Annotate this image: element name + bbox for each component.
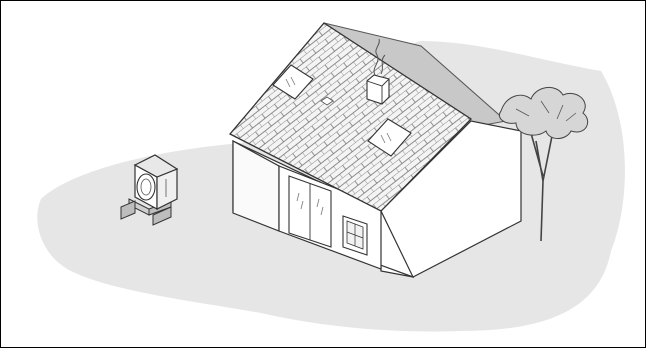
roof-window-left: [272, 64, 314, 100]
house-gable-wall: [380, 120, 522, 278]
roof-window-left-glint: [285, 76, 296, 88]
heat-pump-unit: [120, 154, 179, 226]
glass-door-hatch: [296, 192, 324, 216]
side-window-mullion: [346, 224, 364, 246]
tree: [498, 87, 589, 242]
roof-window-right-glint: [380, 132, 392, 144]
chimney-edges: [366, 78, 390, 104]
chimney: [366, 74, 390, 105]
chimney-smoke: [373, 38, 386, 76]
fan-grille: [136, 173, 156, 201]
roof-vent: [320, 96, 334, 106]
